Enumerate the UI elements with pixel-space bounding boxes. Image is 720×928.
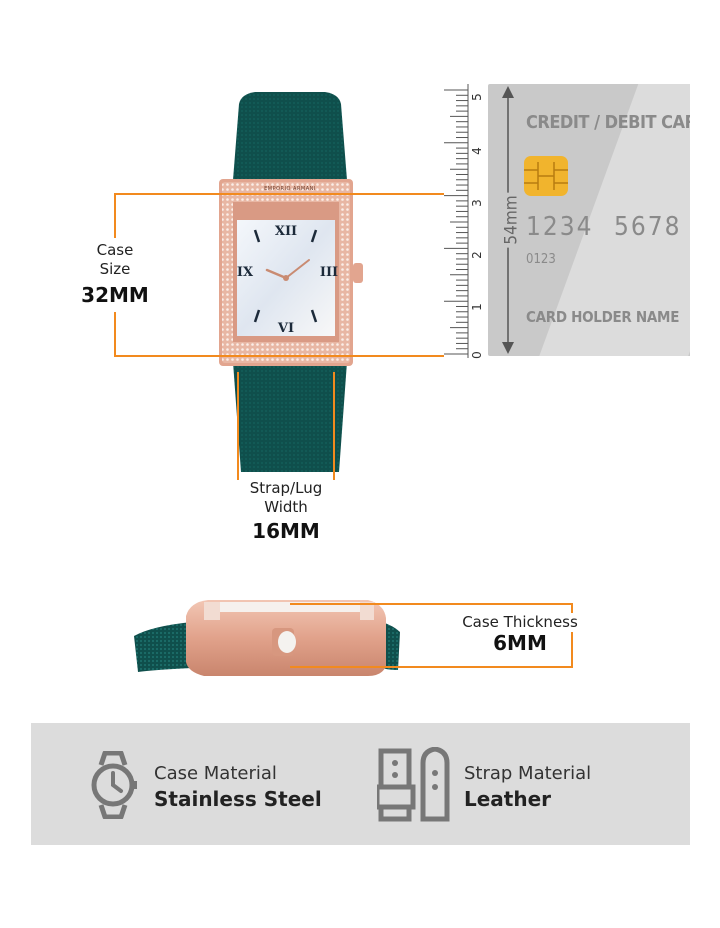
watch-side-view [132, 592, 402, 682]
thickness-bottom-line [290, 666, 572, 668]
ruler: 5 4 3 2 1 0 [438, 82, 488, 362]
thickness-vertical-line [571, 603, 573, 668]
watch-front-illustration: XII III VI IX [219, 92, 363, 472]
watch-side-illustration [134, 600, 400, 676]
card-height-label: 54mm [501, 192, 522, 248]
watch-brand-text: EMPORIO ARMANI [264, 186, 316, 192]
case-thickness-label: Case Thickness [452, 613, 588, 632]
case-size-bottom-line [114, 355, 444, 357]
case-thickness-value: 6MM [470, 631, 570, 655]
card-holder-name: CARD HOLDER NAME [526, 308, 680, 326]
ruler-label-3: 3 [470, 199, 484, 207]
ruler-label-5: 5 [470, 93, 484, 101]
ruler-label-4: 4 [470, 147, 484, 155]
features-panel: Case Material Stainless Steel Strap Mate… [31, 723, 690, 845]
card-small-number: 0123 [526, 252, 556, 267]
strap-icon [377, 747, 450, 822]
strap-material-label: Strap Material [464, 763, 592, 784]
case-material-value: Stainless Steel [154, 787, 322, 811]
case-size-label-line2: Size [99, 260, 131, 278]
ruler-label-2: 2 [470, 251, 484, 259]
case-size-vertical-lower [114, 312, 116, 357]
card-number-group2: 5678 [614, 212, 682, 242]
svg-text:III: III [320, 265, 338, 280]
strap-width-label-line2: Width [264, 498, 308, 516]
case-material-label: Case Material [154, 763, 277, 784]
watch-front-view: XII III VI IX EMPORIO ARMANI [205, 82, 375, 482]
svg-text:VI: VI [277, 321, 294, 336]
thickness-top-line [290, 603, 572, 605]
case-size-top-line [114, 193, 444, 195]
watch-outline-icon [91, 751, 137, 819]
svg-text:IX: IX [237, 265, 254, 280]
strap-width-right-line [333, 372, 335, 480]
card-number-group1: 1234 [526, 212, 594, 242]
ruler-label-1: 1 [470, 303, 484, 311]
strap-width-left-line [237, 372, 239, 480]
strap-material-value: Leather [464, 787, 552, 811]
ruler-ticks [444, 84, 469, 358]
case-size-vertical-upper [114, 193, 116, 238]
ruler-label-0: 0 [470, 351, 484, 359]
case-size-value: 32MM [81, 283, 149, 307]
svg-text:XII: XII [275, 224, 297, 239]
card-chip-icon [524, 156, 568, 196]
case-size-label-line1: Case [96, 241, 134, 259]
strap-width-label-line1: Strap/Lug [249, 479, 323, 497]
credit-card: 54mm CREDIT / DEBIT CARD 1234 5678 0123 … [488, 84, 690, 356]
strap-width-value: 16MM [252, 519, 320, 543]
card-title: CREDIT / DEBIT CARD [526, 112, 690, 133]
